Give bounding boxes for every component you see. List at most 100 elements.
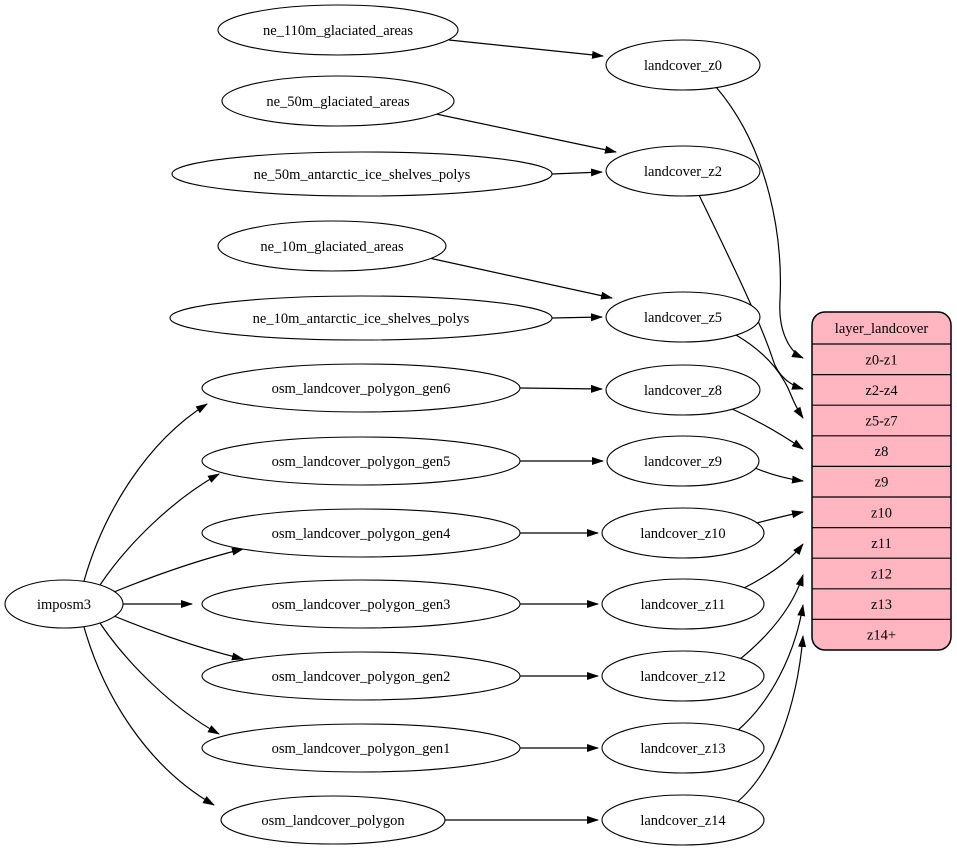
node-ne_50m_glaciated_areas-label: ne_50m_glaciated_areas — [266, 94, 410, 110]
node-landcover_z8: landcover_z8 — [605, 364, 761, 416]
node-imposm3-ellipse — [4, 579, 124, 629]
node-landcover_z11: landcover_z11 — [601, 578, 765, 630]
edge-landcover_z12--layer_landcover.z12 — [738, 574, 804, 661]
node-landcover_z10-label: landcover_z10 — [640, 526, 725, 542]
node-ne_110m_glaciated_areas-ellipse — [217, 4, 459, 56]
node-landcover_z2-ellipse — [605, 145, 761, 197]
edge-landcover_z8--layer_landcover.z8 — [729, 407, 804, 450]
node-landcover_z11-ellipse — [601, 578, 765, 630]
node-osm_landcover_polygon_gen6-ellipse — [201, 363, 521, 413]
node-osm_landcover_polygon_gen6: osm_landcover_polygon_gen6 — [201, 363, 521, 413]
node-landcover_z2: landcover_z2 — [605, 145, 761, 197]
node-ne_50m_glaciated_areas: ne_50m_glaciated_areas — [221, 75, 455, 127]
edges-layer — [83, 39, 807, 824]
node-osm_landcover_polygon-label: osm_landcover_polygon — [261, 813, 405, 829]
record-row-z12: z12 — [871, 567, 892, 583]
node-landcover_z12-ellipse — [601, 650, 765, 702]
node-ne_110m_glaciated_areas-label: ne_110m_glaciated_areas — [263, 23, 413, 39]
node-landcover_z14-ellipse — [601, 794, 765, 846]
node-osm_landcover_polygon_gen5-label: osm_landcover_polygon_gen5 — [272, 454, 451, 470]
node-landcover_z12-label: landcover_z12 — [640, 669, 725, 685]
node-landcover_z0-label: landcover_z0 — [644, 58, 722, 74]
edge-imposm3--osm_landcover_polygon_gen6 — [83, 403, 208, 582]
node-landcover_z13-label: landcover_z13 — [640, 741, 725, 757]
edge-ne_10m_antarctic_ice_shelves_polys--landcover_z5 — [551, 313, 603, 322]
node-osm_landcover_polygon: osm_landcover_polygon — [220, 795, 446, 845]
node-landcover_z5-ellipse — [605, 291, 761, 343]
node-ne_10m_antarctic_ice_shelves_polys-label: ne_10m_antarctic_ice_shelves_polys — [253, 311, 470, 327]
edge-landcover_z13--layer_landcover.z13 — [736, 604, 806, 732]
record-layer_landcover-shape — [811, 311, 952, 651]
record-row-z9: z9 — [875, 475, 889, 491]
node-landcover_z13: landcover_z13 — [601, 722, 765, 774]
edge-imposm3--osm_landcover_polygon_gen5 — [99, 473, 220, 586]
node-landcover_z11-label: landcover_z11 — [641, 597, 726, 613]
record-row-z0-z1: z0-z1 — [865, 352, 897, 368]
edge-landcover_z2--layer_landcover.z2-z4 — [698, 194, 804, 390]
record-row-z2-z4: z2-z4 — [865, 383, 898, 399]
node-osm_landcover_polygon_gen3: osm_landcover_polygon_gen3 — [201, 579, 521, 629]
node-osm_landcover_polygon_gen3-ellipse — [201, 579, 521, 629]
node-landcover_z13-ellipse — [601, 722, 765, 774]
node-osm_landcover_polygon_gen4-label: osm_landcover_polygon_gen4 — [272, 526, 452, 542]
node-landcover_z2-label: landcover_z2 — [644, 164, 722, 180]
node-landcover_z14: landcover_z14 — [601, 794, 765, 846]
node-ne_10m_antarctic_ice_shelves_polys-ellipse — [169, 295, 553, 341]
edge-landcover_z0--layer_landcover.z0-z1 — [715, 86, 804, 359]
node-osm_landcover_polygon_gen2-label: osm_landcover_polygon_gen2 — [272, 669, 451, 685]
node-osm_landcover_polygon_gen4: osm_landcover_polygon_gen4 — [201, 508, 521, 558]
record-row-z14+: z14+ — [867, 628, 896, 644]
node-ne_50m_antarctic_ice_shelves_polys: ne_50m_antarctic_ice_shelves_polys — [171, 151, 553, 197]
node-landcover_z9: landcover_z9 — [606, 435, 760, 487]
node-ne_10m_glaciated_areas-label: ne_10m_glaciated_areas — [260, 239, 404, 255]
record-row-z13: z13 — [871, 597, 892, 613]
edge-imposm3--osm_landcover_polygon_gen1 — [99, 622, 220, 735]
node-landcover_z10: landcover_z10 — [601, 507, 765, 559]
node-landcover_z5: landcover_z5 — [605, 291, 761, 343]
edge-landcover_z9--layer_landcover.z9 — [754, 467, 804, 484]
edge-imposm3--osm_landcover_polygon_gen2 — [113, 615, 244, 661]
node-osm_landcover_polygon_gen2: osm_landcover_polygon_gen2 — [201, 651, 521, 701]
node-osm_landcover_polygon-ellipse — [220, 795, 446, 845]
node-landcover_z8-ellipse — [605, 364, 761, 416]
node-ne_50m_glaciated_areas-ellipse — [221, 75, 455, 127]
edge-ne_50m_glaciated_areas--landcover_z2 — [435, 113, 617, 154]
record-row-z5-z7: z5-z7 — [865, 414, 897, 430]
node-ne_10m_glaciated_areas: ne_10m_glaciated_areas — [217, 220, 447, 272]
node-osm_landcover_polygon_gen1-label: osm_landcover_polygon_gen1 — [272, 741, 451, 757]
node-landcover_z14-label: landcover_z14 — [640, 813, 726, 829]
edge-ne_50m_antarctic_ice_shelves_polys--landcover_z2 — [551, 168, 603, 177]
edge-landcover_z11--layer_landcover.z11 — [741, 543, 804, 590]
node-ne_110m_glaciated_areas: ne_110m_glaciated_areas — [217, 4, 459, 56]
node-osm_landcover_polygon_gen2-ellipse — [201, 651, 521, 701]
edge-imposm3--osm_landcover_polygon_gen4 — [113, 547, 244, 593]
edge-ne_10m_glaciated_areas--landcover_z5 — [428, 257, 613, 300]
node-osm_landcover_polygon_gen1-ellipse — [201, 723, 521, 773]
node-ne_10m_glaciated_areas-ellipse — [217, 220, 447, 272]
node-osm_landcover_polygon_gen3-label: osm_landcover_polygon_gen3 — [272, 597, 451, 613]
node-osm_landcover_polygon_gen6-label: osm_landcover_polygon_gen6 — [272, 381, 451, 397]
node-landcover_z12: landcover_z12 — [601, 650, 765, 702]
node-osm_landcover_polygon_gen4-ellipse — [201, 508, 521, 558]
node-ne_50m_antarctic_ice_shelves_polys-label: ne_50m_antarctic_ice_shelves_polys — [254, 167, 471, 183]
node-landcover_z8-label: landcover_z8 — [644, 383, 722, 399]
node-imposm3: imposm3 — [4, 579, 124, 629]
node-landcover_z0-ellipse — [605, 39, 761, 91]
edge-ne_110m_glaciated_areas--landcover_z0 — [448, 39, 604, 59]
node-landcover_z9-ellipse — [606, 435, 760, 487]
node-ne_50m_antarctic_ice_shelves_polys-ellipse — [171, 151, 553, 197]
edge-landcover_z5--layer_landcover.z5-z7 — [735, 334, 804, 419]
node-osm_landcover_polygon_gen5-ellipse — [201, 436, 521, 486]
node-landcover_z10-ellipse — [601, 507, 765, 559]
node-ne_10m_antarctic_ice_shelves_polys: ne_10m_antarctic_ice_shelves_polys — [169, 295, 553, 341]
edge-landcover_z10--layer_landcover.z10 — [752, 510, 804, 525]
edge-osm_landcover_polygon_gen6--landcover_z8 — [519, 384, 603, 393]
edge-imposm3--osm_landcover_polygon — [83, 626, 215, 806]
node-landcover_z5-label: landcover_z5 — [644, 310, 722, 326]
record-title: layer_landcover — [835, 321, 929, 337]
record-row-z10: z10 — [871, 505, 892, 521]
edge-landcover_z14--layer_landcover.z14+ — [735, 635, 807, 804]
node-imposm3-label: imposm3 — [37, 597, 91, 613]
